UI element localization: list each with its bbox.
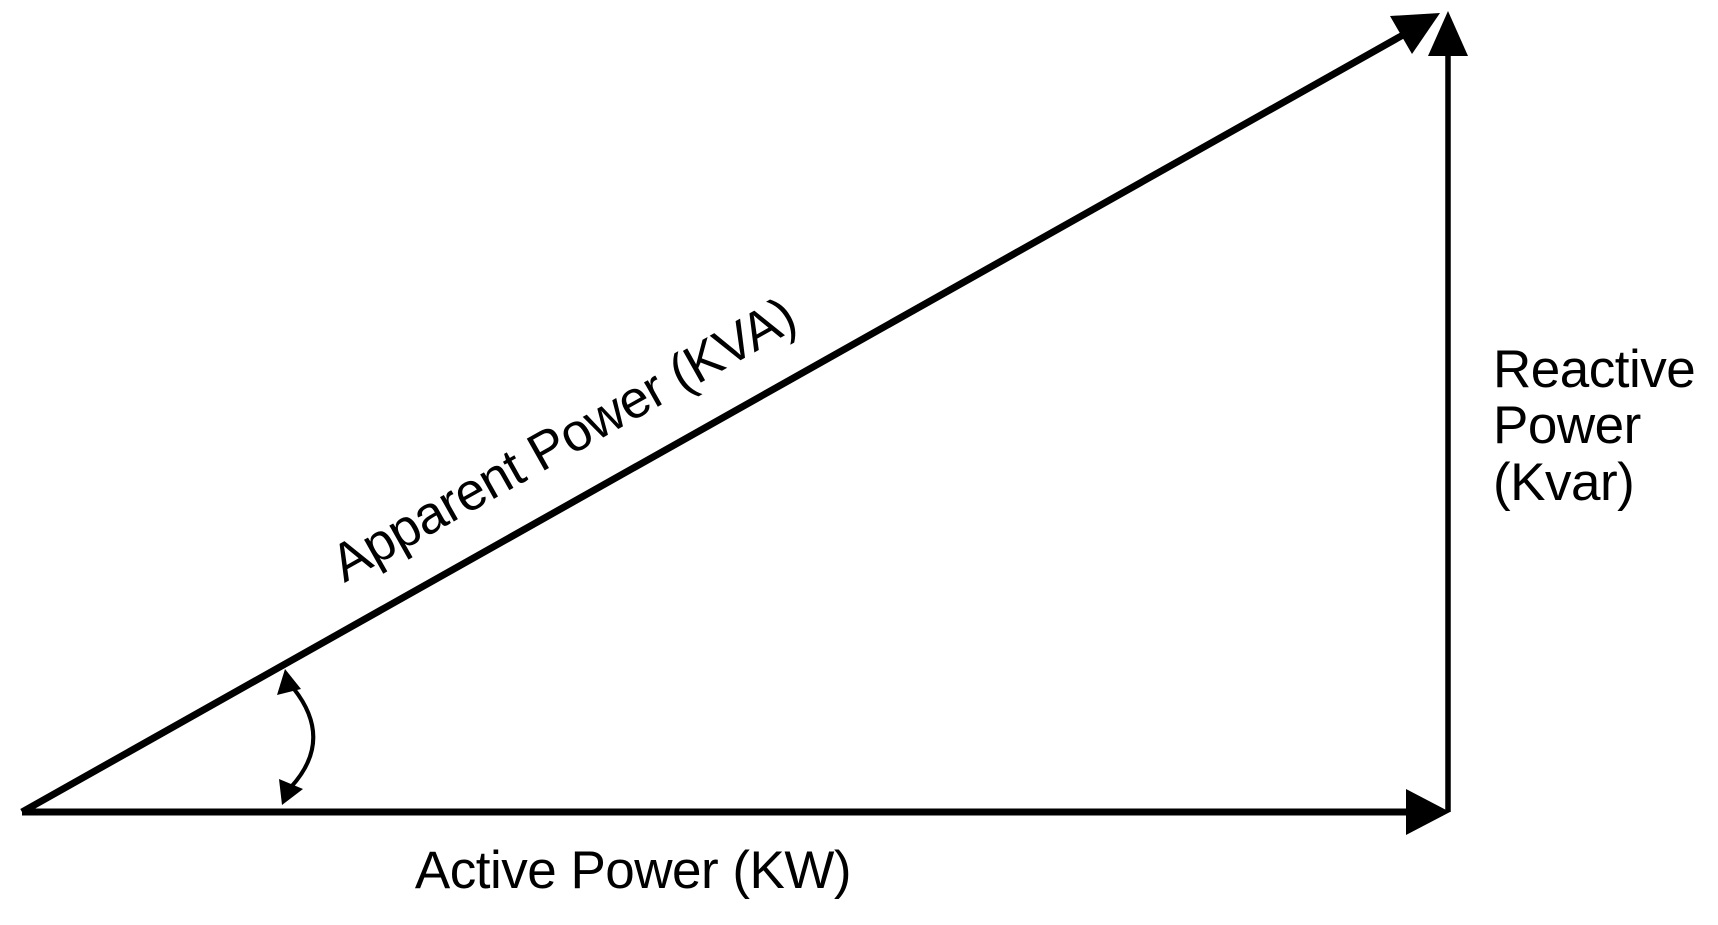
phase-angle-arc [289, 687, 316, 789]
apparent-power-arrowhead-icon [1390, 13, 1440, 54]
angle-arc-top-arrowhead-icon [277, 669, 301, 695]
active-power-label: Active Power (KW) [415, 841, 851, 900]
apparent-power-label: Apparent Power (KVA) [321, 286, 805, 593]
reactive-power-label-line1: Reactive [1493, 340, 1695, 399]
active-power-arrowhead-icon [1406, 789, 1450, 835]
apparent-power-vector [20, 31, 1405, 816]
angle-arc-bottom-arrowhead-icon [279, 779, 303, 805]
reactive-power-label-line2: Power [1493, 396, 1641, 455]
reactive-power-arrowhead-icon [1428, 11, 1468, 56]
reactive-power-label: Reactive Power (Kvar) [1493, 340, 1696, 512]
reactive-power-label-line3: (Kvar) [1493, 453, 1634, 512]
